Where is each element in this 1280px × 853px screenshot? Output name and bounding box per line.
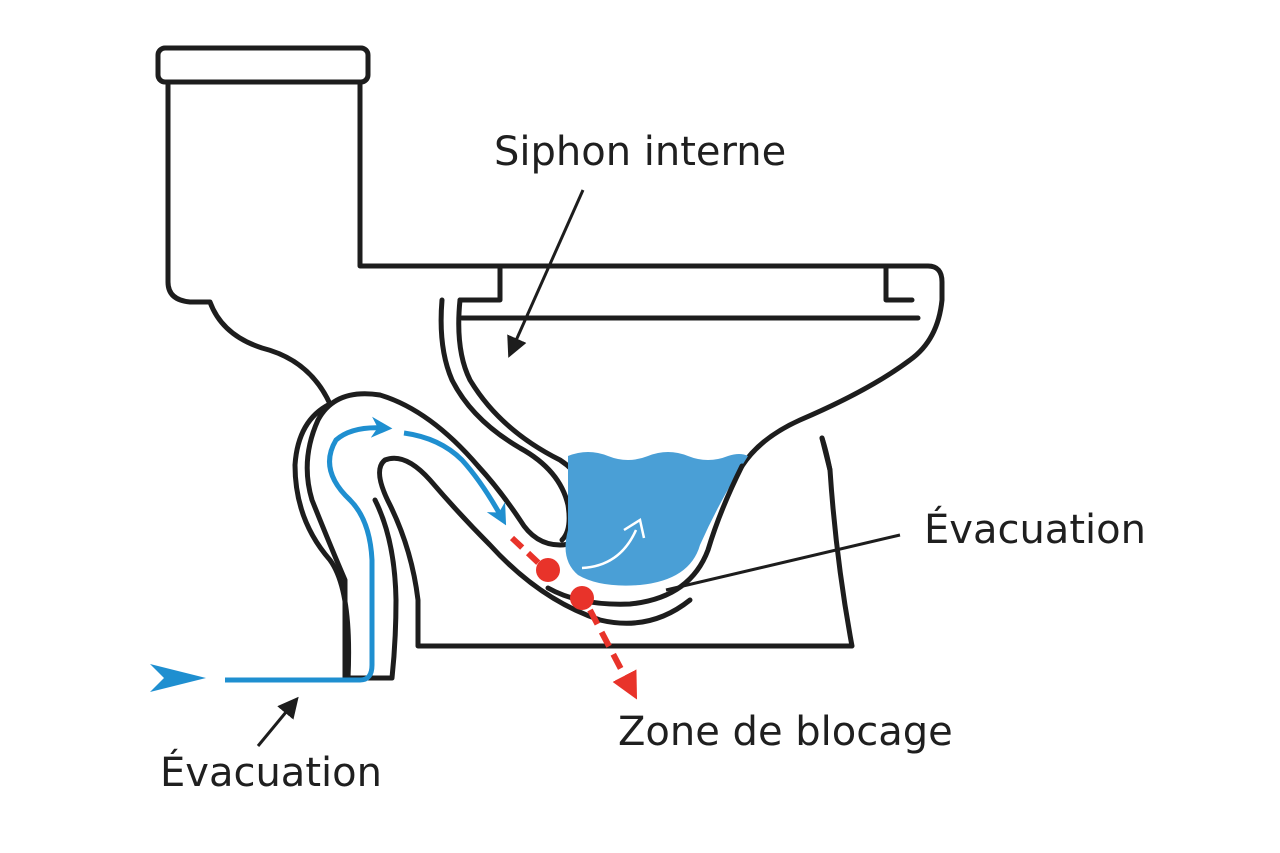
rim-lip bbox=[883, 263, 915, 303]
label-evacuation-left: Évacuation bbox=[160, 748, 382, 796]
water-swirl-arrow bbox=[581, 529, 638, 570]
evacuation-right-callout-line bbox=[665, 533, 901, 592]
blockage-dash-top bbox=[509, 535, 549, 573]
chevron-right-icon bbox=[150, 664, 206, 692]
base-right bbox=[819, 435, 833, 473]
label-zone-de-blocage: Zone de blocage bbox=[618, 709, 953, 755]
flow-line-trap bbox=[403, 430, 507, 526]
tank-right-edge bbox=[357, 81, 503, 303]
red-dot-icon bbox=[536, 558, 560, 582]
blockage-arrow bbox=[587, 608, 638, 700]
bowl-rim bbox=[497, 263, 945, 469]
tank-lid bbox=[155, 45, 371, 85]
trap-outer bbox=[377, 435, 855, 649]
evacuation-left-callout-line bbox=[256, 696, 299, 747]
bowl-water bbox=[565, 452, 748, 586]
water-swirl-arrow-head bbox=[623, 518, 646, 539]
flow-line-bottom bbox=[225, 416, 393, 683]
bowl-inner-wall bbox=[304, 297, 591, 681]
toilet-body-outline bbox=[165, 81, 352, 681]
drain-pipe bbox=[345, 497, 399, 681]
siphon-callout-line bbox=[507, 189, 585, 358]
label-evacuation-right: Évacuation bbox=[924, 505, 1146, 553]
red-dot-icon bbox=[570, 586, 594, 610]
label-siphon-interne: Siphon interne bbox=[494, 129, 786, 175]
